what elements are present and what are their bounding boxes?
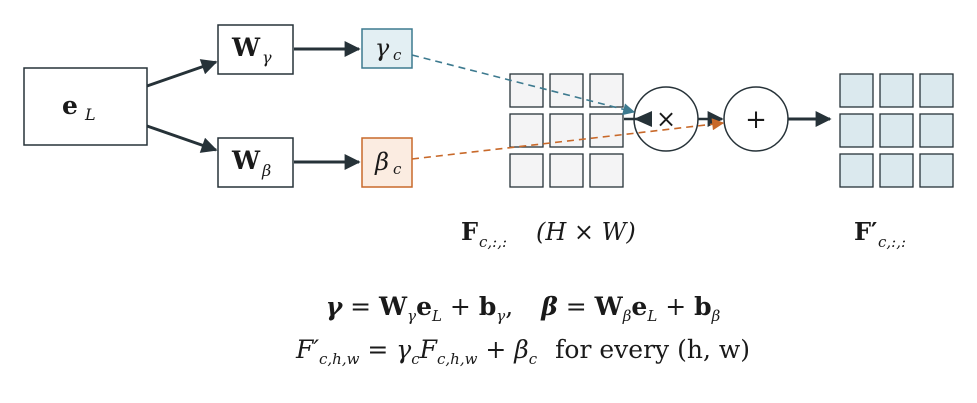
feature-map-label-sub: c,:,: [479,233,507,251]
feature-map-grid [509,73,624,188]
feature-cell [549,153,584,188]
output-map-label-main: F′ [854,217,877,246]
output-map-grid [839,73,954,188]
multiply-node: × [633,86,699,152]
beta-sub: c [393,160,402,178]
feature-map-label: F c,:,: (H × W) [461,217,636,251]
equation-line-1: γ = WγeL + bγ,β = WβeL + bβ [326,292,721,325]
feature-map-label-dims: (H × W) [536,218,636,246]
arrow-input-to-wbeta [146,124,218,153]
feature-cell [589,153,624,188]
dashed-arrow-gamma-to-multiply [411,54,636,116]
output-cell [879,73,914,108]
output-cell [919,113,954,148]
feature-cell [549,113,584,148]
w-beta-node: W β [217,137,294,188]
dashed-arrow-beta-to-add [411,118,725,160]
w-gamma-node: W γ [217,24,294,75]
output-cell [839,113,874,148]
input-node: e L [23,67,148,146]
multiply-symbol: × [656,105,676,133]
output-cell [879,113,914,148]
output-cell [839,153,874,188]
gamma-node: γ c [361,28,413,69]
input-node-sub: L [84,105,96,124]
output-cell [919,153,954,188]
output-cell [879,153,914,188]
w-gamma-sub: γ [262,48,272,67]
beta-main: β [374,148,389,176]
arrow-input-to-wgamma [146,59,218,88]
feature-cell [549,73,584,108]
output-cell [839,73,874,108]
gamma-main: γ [375,34,390,62]
add-node: + [723,86,789,152]
input-node-main: e [62,91,78,120]
feature-cell [509,113,544,148]
output-map-label: F′ c,:,: [854,217,906,251]
feature-cell [589,113,624,148]
w-beta-main: W [231,146,261,175]
beta-node: β c [361,137,413,188]
feature-cell [509,73,544,108]
feature-cell [589,73,624,108]
add-symbol: + [745,105,767,135]
w-beta-sub: β [261,161,271,180]
w-gamma-main: W [231,33,261,62]
output-map-label-sub: c,:,: [878,233,906,251]
feature-cell [509,153,544,188]
arrowhead-multiply-left [634,111,652,127]
gamma-sub: c [393,46,402,64]
output-cell [919,73,954,108]
feature-map-label-main: F [461,217,478,246]
